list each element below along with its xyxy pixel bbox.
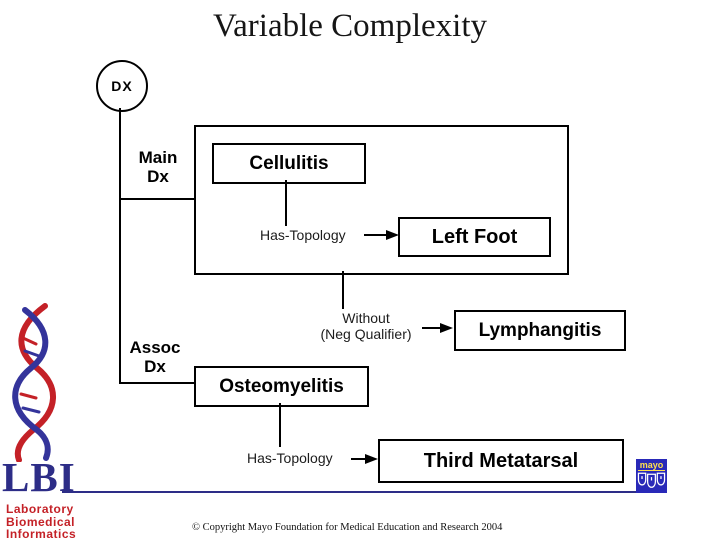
- node-left-foot: Left Foot: [398, 217, 551, 257]
- mayo-logo-wordmark: mayo: [638, 460, 665, 471]
- dx-root-label: DX: [111, 78, 133, 94]
- lbi-logo-words: Laboratory Biomedical Informatics: [6, 503, 76, 540]
- mayo-logo: mayo: [636, 459, 667, 493]
- footer-divider: [62, 491, 637, 493]
- connector-assoc-dx-line: [119, 382, 194, 384]
- assoc-dx-label-line2: Dx: [144, 357, 166, 376]
- copyright-text: © Copyright Mayo Foundation for Medical …: [192, 522, 503, 533]
- node-third-metatarsal: Third Metatarsal: [378, 439, 624, 483]
- arrow-right-icon: [365, 454, 378, 464]
- connector-without-line: [342, 271, 344, 309]
- main-dx-label: Main Dx: [120, 148, 196, 186]
- arrow-right-icon: [386, 230, 399, 240]
- node-cellulitis-label: Cellulitis: [249, 152, 329, 174]
- node-osteomyelitis: Osteomyelitis: [194, 366, 369, 407]
- node-left-foot-label: Left Foot: [431, 225, 518, 248]
- lbi-logo-acronym: LBI: [2, 454, 76, 500]
- dx-root-node: DX: [96, 60, 148, 112]
- edge-label-without: Without (Neg Qualifier): [313, 310, 419, 342]
- assoc-dx-label: Assoc Dx: [117, 338, 193, 376]
- lbi-word-laboratory: Laboratory: [6, 502, 74, 516]
- edge-label-has-topology-1: Has-Topology: [260, 227, 346, 243]
- main-dx-label-line2: Dx: [147, 167, 169, 186]
- assoc-dx-label-line1: Assoc: [129, 338, 181, 357]
- edge-label-without-line1: Without: [342, 310, 390, 326]
- dna-helix-icon: [12, 303, 56, 462]
- connector-main-dx-line: [119, 198, 194, 200]
- arrow-line-lymphangitis: [422, 327, 441, 329]
- node-cellulitis: Cellulitis: [212, 143, 366, 184]
- connector-osteomyelitis-line: [279, 403, 281, 447]
- lbi-word-biomedical: Biomedical: [6, 514, 76, 529]
- connector-trunk-line: [119, 108, 121, 384]
- node-osteomyelitis-label: Osteomyelitis: [219, 375, 344, 397]
- edge-label-has-topology-2: Has-Topology: [247, 450, 333, 466]
- connector-cellulitis-line: [285, 180, 287, 226]
- mayo-shields-icon: [637, 472, 666, 488]
- node-third-metatarsal-label: Third Metatarsal: [423, 449, 579, 472]
- lbi-word-informatics: Informatics: [6, 527, 77, 540]
- arrow-line-third-metatarsal: [351, 458, 366, 460]
- main-dx-group-box: [194, 125, 569, 275]
- slide-title: Variable Complexity: [212, 8, 488, 44]
- main-dx-label-line1: Main: [138, 148, 178, 167]
- edge-label-without-line2: (Neg Qualifier): [320, 326, 412, 342]
- node-lymphangitis-label: Lymphangitis: [478, 319, 602, 341]
- node-lymphangitis: Lymphangitis: [454, 310, 626, 351]
- arrow-line-left-foot: [364, 234, 387, 236]
- arrow-right-icon: [440, 323, 453, 333]
